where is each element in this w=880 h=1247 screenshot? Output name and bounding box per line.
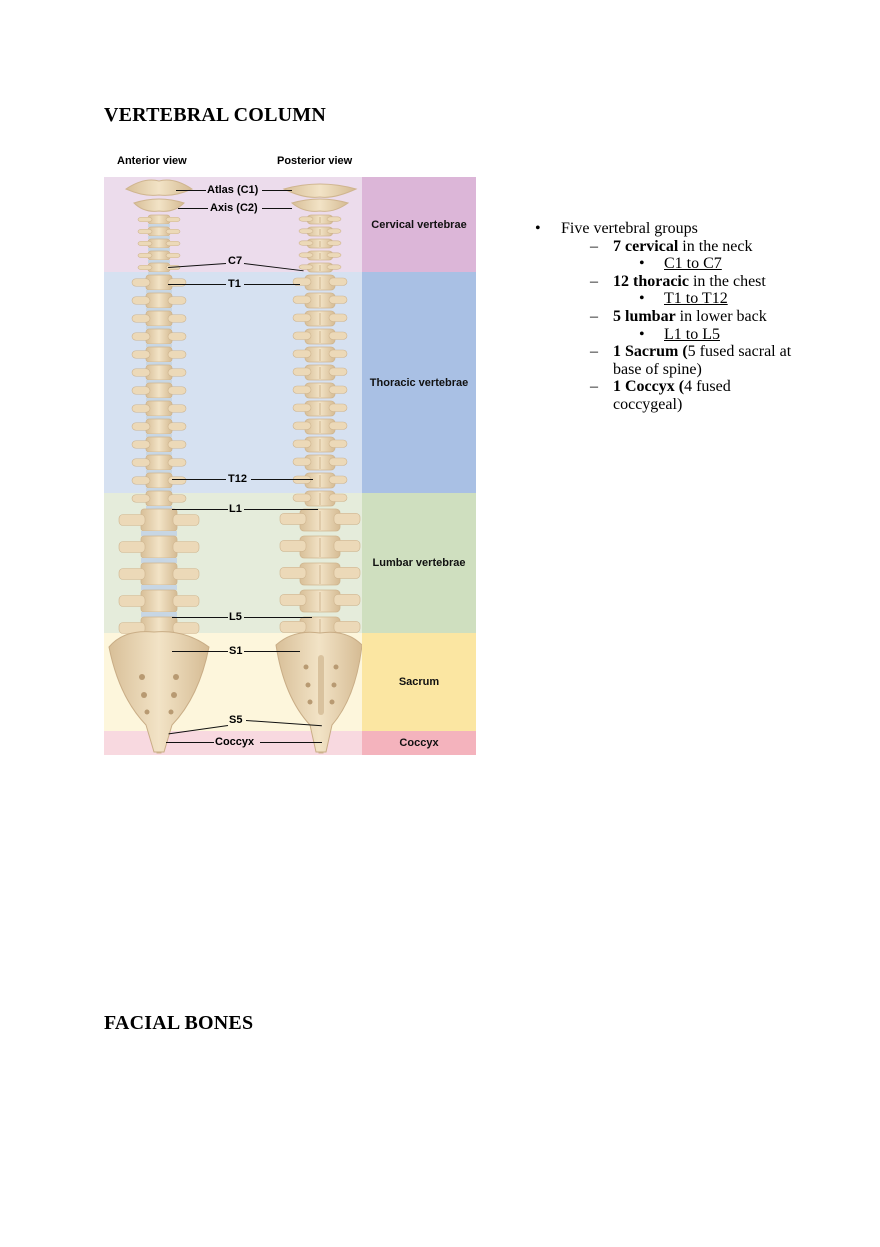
c7-callout: C7 <box>228 255 243 267</box>
list-item-lumbar-range: • L1 to L5 <box>533 326 833 344</box>
sacrum-count: 1 Sacrum ( <box>613 343 688 361</box>
dash-marker: – <box>590 307 598 325</box>
anterior-view-label: Anterior view <box>117 155 187 167</box>
dash-marker: – <box>590 237 598 255</box>
atlas-leader-left <box>176 190 206 191</box>
coccyx-leader-right <box>260 742 322 743</box>
s1-callout: S1 <box>229 645 243 657</box>
bullet-marker: • <box>535 220 541 237</box>
cervical-range: C1 to C7 <box>664 255 722 273</box>
posterior-spine <box>279 183 361 754</box>
bullet-marker: • <box>639 325 645 343</box>
thoracic-count: 12 thoracic <box>613 272 689 290</box>
lumbar-location: in lower back <box>675 307 767 325</box>
notes-list: • Five vertebral groups – 7 cervical in … <box>533 220 833 414</box>
dash-marker: – <box>590 343 598 361</box>
list-item-thoracic-range: • T1 to T12 <box>533 290 833 308</box>
list-item-thoracic: – 12 thoracic in the chest <box>533 273 833 291</box>
t1-callout: T1 <box>228 278 241 290</box>
s5-callout: S5 <box>229 714 243 726</box>
coccyx-count: 1 Coccyx ( <box>613 378 685 396</box>
lumbar-region-label: Lumbar vertebrae <box>362 493 476 633</box>
l5-callout: L5 <box>229 611 242 623</box>
coccyx-description: 4 fused coccygeal) <box>613 378 731 413</box>
atlas-callout: Atlas (C1) <box>207 184 259 196</box>
coccyx-region-label: Coccyx <box>362 731 476 755</box>
dash-marker: – <box>590 378 598 396</box>
l1-callout: L1 <box>229 503 242 515</box>
list-item-coccyx: – 1 Coccyx (4 fused coccygeal) <box>533 378 773 413</box>
sacrum-description: 5 fused sacral at base of spine) <box>613 343 792 378</box>
spine-illustration <box>108 179 362 754</box>
list-item-main: • Five vertebral groups <box>533 220 833 238</box>
axis-leader-right <box>262 208 292 209</box>
main-point: Five vertebral groups <box>561 220 698 237</box>
bullet-marker: • <box>639 290 645 308</box>
atlas-leader-right <box>262 190 292 191</box>
thoracic-range: T1 to T12 <box>664 290 728 308</box>
posterior-view-label: Posterior view <box>277 155 353 167</box>
list-item-lumbar: – 5 lumbar in lower back <box>533 308 833 326</box>
t12-leader-right <box>251 479 313 480</box>
axis-callout: Axis (C2) <box>210 202 258 214</box>
t1-leader-right <box>244 284 300 285</box>
dash-marker: – <box>590 272 598 290</box>
l5-leader-left <box>172 617 228 618</box>
cervical-count: 7 cervical <box>613 237 679 255</box>
list-item-sacrum: – 1 Sacrum (5 fused sacral at base of sp… <box>533 343 793 378</box>
lumbar-range: L1 to L5 <box>664 325 720 343</box>
l1-leader-right <box>244 509 318 510</box>
sacrum-region-label: Sacrum <box>362 633 476 731</box>
s1-leader-right <box>244 651 300 652</box>
axis-leader-left <box>178 208 208 209</box>
spine-diagram: Cervical vertebrae Thoracic vertebrae Lu… <box>104 177 476 755</box>
bullet-marker: • <box>639 255 645 273</box>
t12-callout: T12 <box>228 473 247 485</box>
anterior-spine <box>118 179 200 754</box>
cervical-location: in the neck <box>678 237 753 255</box>
s1-leader-left <box>172 651 228 652</box>
l1-leader-left <box>172 509 228 510</box>
coccyx-leader-left <box>166 742 214 743</box>
list-item-cervical-range: • C1 to C7 <box>533 255 833 273</box>
cervical-region-label: Cervical vertebrae <box>362 177 476 272</box>
t12-leader-left <box>172 479 226 480</box>
t1-leader-left <box>168 284 226 285</box>
section-title-facial-bones: FACIAL BONES <box>104 1012 254 1034</box>
section-title-vertebral-column: VERTEBRAL COLUMN <box>104 104 326 126</box>
thoracic-location: in the chest <box>688 272 766 290</box>
l5-leader-right <box>244 617 312 618</box>
coccyx-callout: Coccyx <box>215 736 255 748</box>
list-item-cervical: – 7 cervical in the neck <box>533 238 833 256</box>
lumbar-count: 5 lumbar <box>613 307 676 325</box>
vertebral-column-figure: Anterior view Posterior view Cervical ve… <box>104 155 476 757</box>
thoracic-region-label: Thoracic vertebrae <box>362 272 476 493</box>
